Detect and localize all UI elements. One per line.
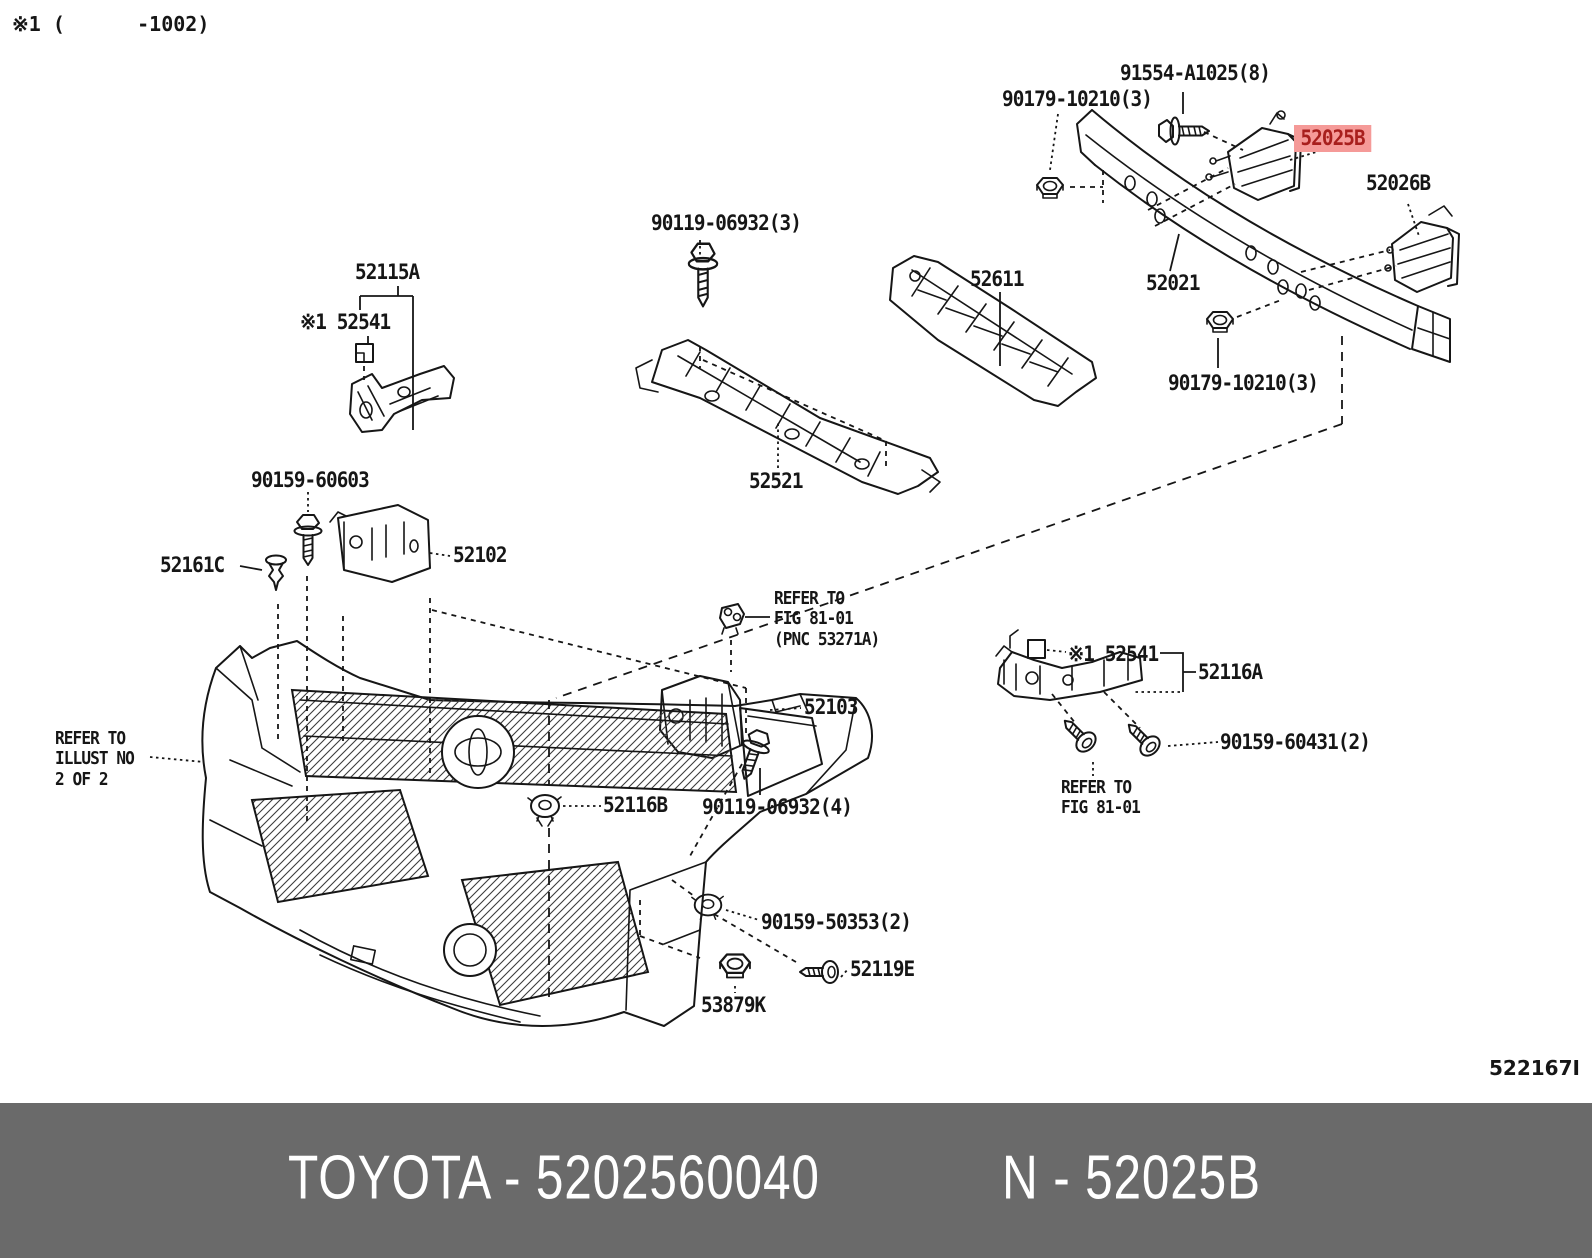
footnote-applicability: ※1 ( -1002) (12, 12, 210, 36)
part-52115a-bracket-drawing (349, 343, 455, 433)
part-52521-retainer-drawing (635, 339, 941, 495)
part-52021-beam-drawing (1076, 109, 1451, 363)
part-label-90119-06932-4[interactable]: 90119-06932(4) (702, 795, 853, 819)
part-label-90159-60603[interactable]: 90159-60603 (251, 468, 370, 492)
part-label-90179-10210-top[interactable]: 90179-10210(3) (1002, 87, 1153, 111)
part-label-91554-a1025[interactable]: 91554-A1025(8) (1120, 61, 1271, 85)
part-label-52021[interactable]: 52021 (1146, 271, 1200, 295)
note-refer-illust: REFER TO ILLUST NO 2 OF 2 (55, 729, 135, 790)
part-label-52103[interactable]: 52103 (804, 695, 858, 719)
part-number-banner: TOYOTA - 5202560040 N - 52025B (0, 1103, 1592, 1258)
part-label-52025b-highlighted[interactable]: 52025B (1294, 125, 1372, 153)
diagram-code: 522167I (1489, 1056, 1580, 1080)
construction-lines (277, 131, 1397, 1004)
part-52025b-crashbox-drawing (1205, 110, 1302, 201)
part-label-52541-left[interactable]: ※1 52541 (300, 310, 391, 334)
part-label-52116b[interactable]: 52116B (603, 793, 668, 817)
part-label-52115a[interactable]: 52115A (355, 260, 420, 284)
part-label-52611[interactable]: 52611 (970, 267, 1024, 291)
part-label-90179-10210-bottom[interactable]: 90179-10210(3) (1168, 371, 1319, 395)
part-label-52026b[interactable]: 52026B (1366, 171, 1431, 195)
part-label-90159-60431[interactable]: 90159-60431(2) (1220, 730, 1371, 754)
part-52026b-crashbox-drawing (1384, 205, 1460, 293)
part-label-52541-right[interactable]: ※1 52541 (1068, 642, 1159, 666)
part-label-90159-50353[interactable]: 90159-50353(2) (761, 910, 912, 934)
part-52116a-bracket-drawing (995, 629, 1143, 701)
part-label-52116a[interactable]: 52116A (1198, 660, 1263, 684)
part-label-90119-06932-3[interactable]: 90119-06932(3) (651, 211, 802, 235)
part-fig8101-clip-drawing (719, 603, 745, 635)
part-label-52119e[interactable]: 52119E (850, 957, 915, 981)
part-bumper-cover-drawing (201, 640, 873, 1027)
part-52116b-clip-drawing (527, 794, 562, 827)
part-52102-bracket-drawing (329, 504, 431, 583)
note-refer-fig-8101: REFER TO FIG 81-01 (1061, 778, 1141, 819)
note-refer-fig-8101-pnc: REFER TO FIG 81-01 (PNC 53271A) (774, 589, 880, 650)
part-label-52102[interactable]: 52102 (453, 543, 507, 567)
banner-pnc: N - 52025B (1002, 1143, 1261, 1213)
part-52611-absorber-drawing (889, 255, 1097, 407)
part-label-52521[interactable]: 52521 (749, 469, 803, 493)
part-label-52161c[interactable]: 52161C (160, 553, 225, 577)
leader-lines (149, 92, 1420, 993)
banner-part-number: TOYOTA - 5202560040 (288, 1143, 820, 1213)
part-label-53879k[interactable]: 53879K (701, 993, 766, 1017)
